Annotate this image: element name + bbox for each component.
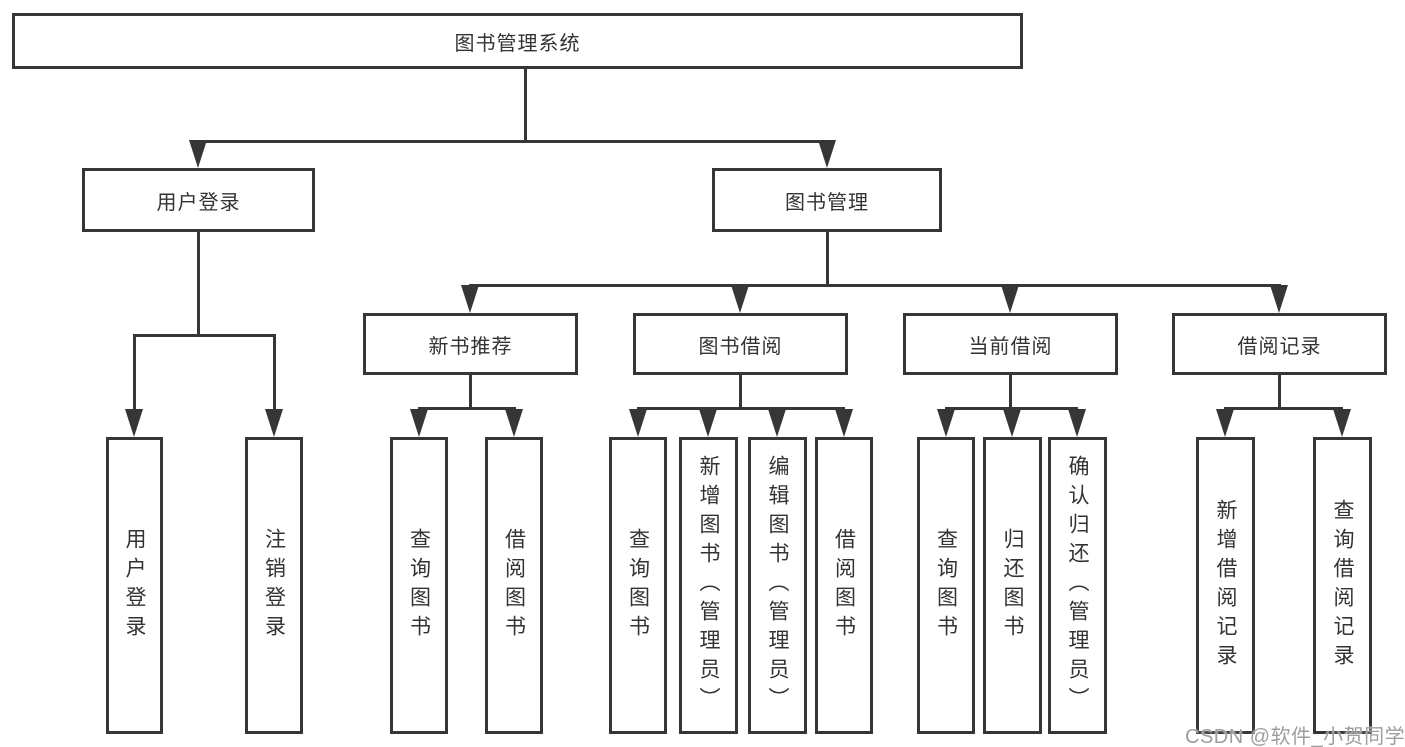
arrow-down-icon <box>1270 285 1288 313</box>
arrow-down-icon <box>1216 409 1234 437</box>
node-leaf-borrow-books-borrowing: 借阅图书 <box>815 437 873 734</box>
connector-line <box>945 407 1078 410</box>
connector-line <box>418 407 516 410</box>
arrow-down-icon <box>1001 285 1019 313</box>
node-leaf-user-login: 用户登录 <box>106 437 163 734</box>
csdn-watermark: CSDN @软件_小贺同学 <box>1185 726 1405 747</box>
node-label: 查询借阅记录 <box>1331 498 1354 673</box>
node-label: 新增借阅记录 <box>1214 498 1237 673</box>
connector-line <box>1278 375 1281 410</box>
node-label: 新增图书（管理员） <box>697 455 720 716</box>
connector-line <box>637 407 845 410</box>
node-borrowing-records: 借阅记录 <box>1172 313 1387 375</box>
node-leaf-query-books-current: 查询图书 <box>917 437 975 734</box>
node-leaf-edit-books-admin: 编辑图书（管理员） <box>748 437 807 734</box>
arrow-down-icon <box>1068 409 1086 437</box>
node-leaf-add-books-admin: 新增图书（管理员） <box>679 437 738 734</box>
node-label: 图书管理 <box>785 191 869 214</box>
node-leaf-query-borrow-record: 查询借阅记录 <box>1313 437 1372 734</box>
arrow-down-icon <box>937 409 955 437</box>
node-label: 当前借阅 <box>968 335 1053 358</box>
node-leaf-borrow-books-recommend: 借阅图书 <box>485 437 543 734</box>
node-label: 归还图书 <box>1001 527 1024 644</box>
connector-line <box>133 334 136 412</box>
node-leaf-add-borrow-record: 新增借阅记录 <box>1196 437 1255 734</box>
node-label: 图书借阅 <box>698 335 783 358</box>
arrow-down-icon <box>410 409 428 437</box>
connector-line <box>1009 375 1012 410</box>
arrow-down-icon <box>818 140 836 168</box>
connector-line <box>133 334 276 337</box>
connector-line <box>469 284 1281 287</box>
node-label: 新书推荐 <box>428 335 513 358</box>
node-label: 查询图书 <box>934 527 958 644</box>
arrow-down-icon <box>1333 409 1351 437</box>
node-label: 确认归还（管理员） <box>1066 455 1089 716</box>
node-label: 借阅图书 <box>502 527 526 644</box>
arrow-down-icon <box>125 409 143 437</box>
arrow-down-icon <box>461 285 479 313</box>
node-book-borrowing: 图书借阅 <box>633 313 848 375</box>
node-new-book-recommendation: 新书推荐 <box>363 313 578 375</box>
node-leaf-logout: 注销登录 <box>245 437 303 734</box>
connector-line <box>469 375 472 410</box>
arrow-down-icon <box>699 409 717 437</box>
arrow-down-icon <box>1003 409 1021 437</box>
node-label: 借阅记录 <box>1237 335 1322 358</box>
connector-line <box>524 69 527 143</box>
connector-line <box>197 140 829 143</box>
node-label: 查询图书 <box>626 527 650 644</box>
node-leaf-confirm-return-admin: 确认归还（管理员） <box>1048 437 1107 734</box>
node-current-borrowing: 当前借阅 <box>903 313 1118 375</box>
node-leaf-return-books: 归还图书 <box>983 437 1042 734</box>
node-leaf-query-books-borrowing: 查询图书 <box>609 437 667 734</box>
node-label: 图书管理系统 <box>454 32 581 55</box>
arrow-down-icon <box>265 409 283 437</box>
arrow-down-icon <box>629 409 647 437</box>
connector-line <box>197 232 200 337</box>
connector-line <box>739 375 742 410</box>
arrow-down-icon <box>505 409 523 437</box>
node-leaf-query-books-recommend: 查询图书 <box>390 437 448 734</box>
node-label: 查询图书 <box>407 527 431 644</box>
node-label: 用户登录 <box>156 191 241 214</box>
arrow-down-icon <box>768 409 786 437</box>
node-user-login: 用户登录 <box>82 168 315 232</box>
node-library-management-system: 图书管理系统 <box>12 13 1023 69</box>
node-label: 用户登录 <box>123 527 146 644</box>
node-book-management: 图书管理 <box>712 168 942 232</box>
connector-line <box>826 232 829 287</box>
arrow-down-icon <box>835 409 853 437</box>
node-label: 借阅图书 <box>832 527 856 644</box>
arrow-down-icon <box>731 285 749 313</box>
node-label: 注销登录 <box>262 527 286 644</box>
connector-line <box>1224 407 1343 410</box>
connector-line <box>273 334 276 412</box>
node-label: 编辑图书（管理员） <box>766 455 789 716</box>
arrow-down-icon <box>189 140 207 168</box>
